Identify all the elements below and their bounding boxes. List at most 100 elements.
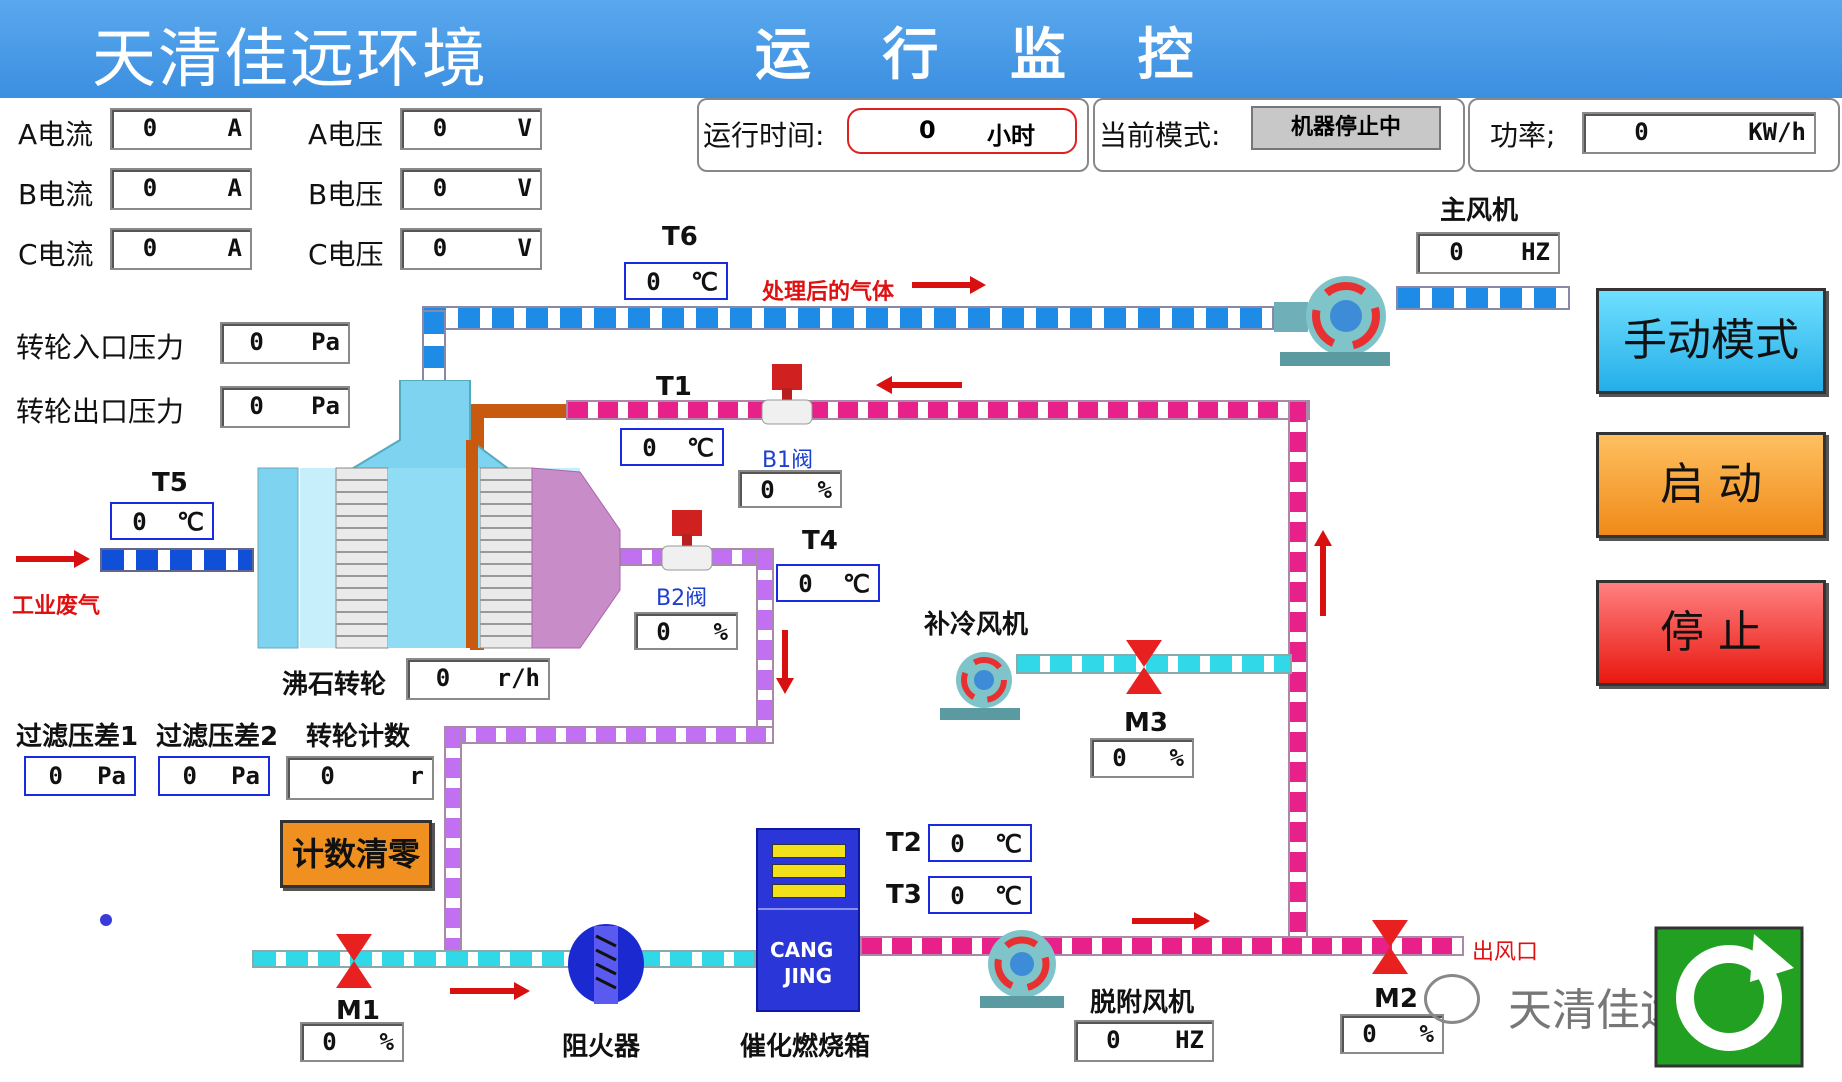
mode-value: 机器停止中 (1251, 106, 1441, 150)
wheel-count-value: 0 (320, 762, 335, 790)
mode-panel: 当前模式: 机器停止中 (1093, 98, 1465, 172)
m3-value: 0 (1112, 744, 1127, 772)
riser-pipe (422, 310, 446, 388)
t6-display: 0℃ (624, 262, 728, 300)
b1-valve-icon[interactable] (756, 362, 822, 426)
t1-label: T1 (656, 372, 692, 402)
wheel-outlet-pressure-unit: Pa (311, 392, 340, 420)
start-button[interactable]: 启 动 (1596, 432, 1826, 538)
desorb-fan-icon[interactable] (972, 924, 1072, 1010)
combustor-label: 催化燃烧箱 (740, 1032, 871, 1062)
hot-gas-pipe (566, 400, 1310, 420)
cool-fan-icon[interactable] (934, 648, 1024, 724)
treated-gas-label: 处理后的气体 (762, 280, 895, 305)
desorb-pipe-down (444, 726, 462, 962)
runtime-panel: 运行时间: 0 小时 (697, 98, 1089, 172)
main-fan-freq-value: 0 (1449, 238, 1464, 266)
mode-label: 当前模式: (1099, 119, 1221, 152)
a-current-unit: A (227, 114, 242, 142)
m1-value: 0 (322, 1028, 337, 1056)
fresh-air-pipe (252, 950, 756, 968)
main-fan-icon[interactable] (1270, 272, 1400, 372)
c-current-label: C电流 (18, 238, 94, 271)
refresh-button[interactable] (1654, 926, 1804, 1068)
filter-dp1-unit: Pa (97, 762, 126, 790)
filter-dp1-value: 0 (48, 762, 63, 790)
desorb-fan-freq-unit: HZ (1175, 1026, 1204, 1054)
b-current-label: B电流 (18, 178, 94, 211)
t2-value: 0 (950, 830, 965, 858)
b2-valve-icon[interactable] (656, 508, 722, 572)
b2-valve-display: 0% (634, 612, 738, 650)
c-voltage-value: 0 (432, 234, 448, 262)
company-title: 天清佳远环境 (92, 23, 488, 97)
t4-value: 0 (798, 570, 813, 598)
treated-flow-arrow (912, 276, 986, 294)
zeolite-wheel-label: 沸石转轮 (282, 670, 387, 700)
m3-label: M3 (1124, 708, 1168, 738)
desorb-fan-freq-value: 0 (1106, 1026, 1121, 1054)
desorb-flow-arrow (776, 630, 794, 694)
m2-label: M2 (1374, 984, 1418, 1014)
b1-valve-label: B1阀 (762, 448, 814, 473)
t1-value: 0 (642, 434, 657, 462)
t6-value: 0 (646, 268, 661, 296)
t5-display: 0℃ (110, 502, 214, 540)
m1-unit: % (379, 1028, 394, 1056)
flame-arrester-icon (568, 924, 644, 1004)
m1-label: M1 (336, 996, 380, 1026)
main-fan-outlet-pipe (1396, 286, 1570, 310)
reset-count-button[interactable]: 计数清零 (280, 820, 432, 888)
runtime-display: 0 小时 (847, 108, 1077, 154)
wechat-icon (1424, 974, 1480, 1024)
wheel-count-unit: r (409, 762, 424, 790)
main-fan-label: 主风机 (1440, 196, 1519, 226)
b1-valve-value: 0 (760, 476, 775, 504)
return-flow-arrow (1314, 530, 1332, 616)
c-voltage-unit: V (517, 234, 532, 262)
cool-air-pipe (1016, 654, 1292, 674)
catalytic-combustor: CANG JING (756, 828, 860, 1012)
m1-valve-icon[interactable] (334, 932, 374, 990)
t6-unit: ℃ (691, 268, 718, 296)
filter-dp1-display: 0 Pa (24, 756, 136, 796)
m2-valve-icon[interactable] (1370, 918, 1410, 976)
a-current-label: A电流 (18, 118, 94, 151)
combustor-text-1: CANG (770, 938, 834, 962)
t3-unit: ℃ (995, 882, 1022, 910)
b2-valve-value: 0 (656, 618, 671, 646)
outlet-label: 出风口 (1472, 940, 1539, 965)
a-voltage-unit: V (517, 114, 532, 142)
m1-display: 0% (300, 1022, 404, 1062)
zeolite-speed-value: 0 (435, 664, 451, 692)
m2-unit: % (1419, 1020, 1434, 1048)
t1-display: 0℃ (620, 428, 724, 466)
t4-unit: ℃ (843, 570, 870, 598)
combustor-text-2: JING (784, 964, 833, 988)
b-voltage-label: B电压 (308, 178, 384, 211)
m3-valve-icon[interactable] (1124, 638, 1164, 696)
t1-unit: ℃ (687, 434, 714, 462)
filter-dp2-unit: Pa (231, 762, 260, 790)
desorb-fan-label: 脱附风机 (1090, 988, 1195, 1018)
wheel-inlet-pressure-value: 0 (249, 328, 264, 356)
combustor-bar-1 (772, 844, 846, 858)
runtime-unit: 小时 (987, 122, 1035, 150)
t5-unit: ℃ (177, 508, 204, 536)
cool-fan-label: 补冷风机 (924, 610, 1029, 640)
power-label: 功率; (1490, 119, 1556, 152)
manual-mode-button[interactable]: 手动模式 (1596, 288, 1826, 394)
stop-button[interactable]: 停 止 (1596, 580, 1826, 686)
main-fan-freq-unit: HZ (1521, 238, 1550, 266)
filter-dp2-value: 0 (182, 762, 197, 790)
t3-label: T3 (886, 880, 922, 910)
main-fan-freq-display: 0 HZ (1416, 232, 1560, 274)
page-title: 运 行 监 控 (755, 23, 1220, 88)
runtime-value: 0 (919, 116, 936, 144)
